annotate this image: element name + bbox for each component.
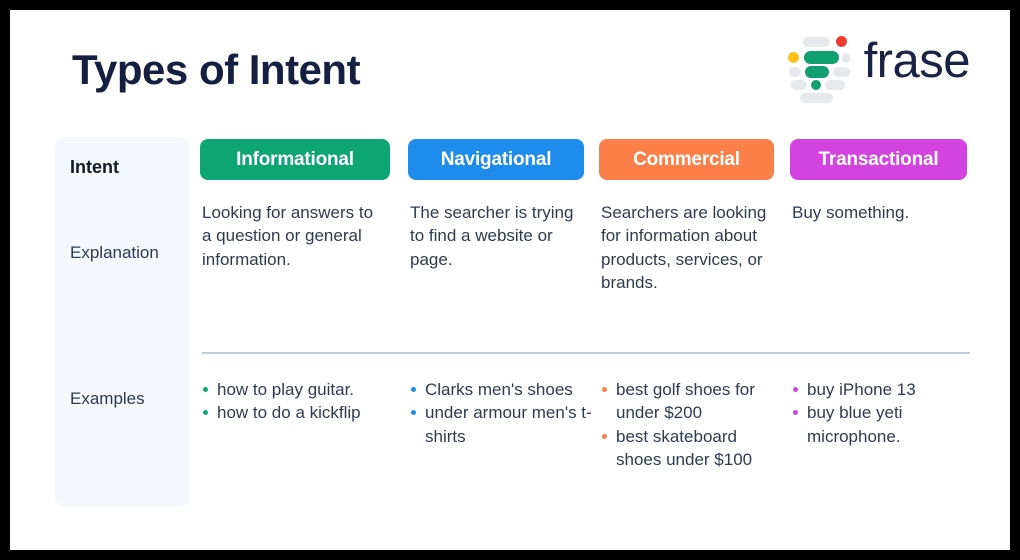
bullet-dot-icon <box>602 387 607 392</box>
bullet-dot-icon <box>203 410 208 416</box>
example-text: under armour men's t-shirts <box>425 403 592 446</box>
frase-logo: frase <box>787 33 971 103</box>
list-item: buy iPhone 13 <box>792 378 978 401</box>
row-label-intent: Intent <box>70 157 119 177</box>
example-text: best golf shoes for under $200 <box>616 380 755 423</box>
bullet-dot-icon <box>411 410 416 416</box>
intent-chip-transactional[interactable]: Transactional <box>790 139 967 180</box>
list-item: buy blue yeti microphone. <box>792 401 978 448</box>
infographic-page: Types of Intent frase <box>10 10 1010 550</box>
list-item: best skateboard shoes under $100 <box>601 425 787 472</box>
example-text: buy blue yeti microphone. <box>807 403 903 446</box>
example-text: buy iPhone 13 <box>807 380 916 399</box>
row-label-explanation: Explanation <box>70 243 159 262</box>
example-text: how to play guitar. <box>217 380 355 399</box>
intent-chip-commercial[interactable]: Commercial <box>599 139 774 180</box>
section-divider <box>202 352 970 354</box>
bullet-dot-icon <box>203 387 208 392</box>
explanation-navigational: The searcher is trying to find a website… <box>410 203 574 269</box>
bullet-dot-icon <box>602 433 607 439</box>
frase-wordmark: frase <box>863 33 971 88</box>
list-item: how to do a kickflip <box>202 401 388 424</box>
list-item: under armour men's t-shirts <box>410 401 596 448</box>
example-text: Clarks men's shoes <box>425 380 573 399</box>
example-text: best skateboard shoes under $100 <box>616 426 753 470</box>
explanation-informational: Looking for answers to a question or gen… <box>202 203 374 269</box>
bullet-dot-icon <box>793 387 798 392</box>
bullet-dot-icon <box>411 387 416 392</box>
intent-chip-navigational[interactable]: Navigational <box>408 139 584 180</box>
intent-chip-informational[interactable]: Informational <box>200 139 390 180</box>
list-item: best golf shoes for under $200 <box>601 378 787 425</box>
header: Types of Intent frase <box>10 10 1010 130</box>
explanation-commercial: Searchers are looking for information ab… <box>601 203 767 293</box>
bullet-dot-icon <box>793 410 798 416</box>
examples-transactional: buy iPhone 13 buy blue yeti microphone. <box>792 378 978 448</box>
examples-informational: how to play guitar. how to do a kickflip <box>202 378 388 425</box>
explanation-transactional: Buy something. <box>792 203 910 222</box>
list-item: how to play guitar. <box>202 378 388 401</box>
intent-row-label-panel <box>55 137 190 507</box>
list-item: Clarks men's shoes <box>410 378 596 401</box>
row-label-examples: Examples <box>70 389 145 408</box>
examples-commercial: best golf shoes for under $200 best skat… <box>601 378 787 472</box>
example-text: how to do a kickflip <box>217 403 361 423</box>
examples-navigational: Clarks men's shoes under armour men's t-… <box>410 378 596 448</box>
intent-table: Intent Explanation Examples Informationa… <box>10 130 1010 550</box>
frase-logo-mark-icon <box>787 35 850 103</box>
page-title: Types of Intent <box>72 46 361 93</box>
